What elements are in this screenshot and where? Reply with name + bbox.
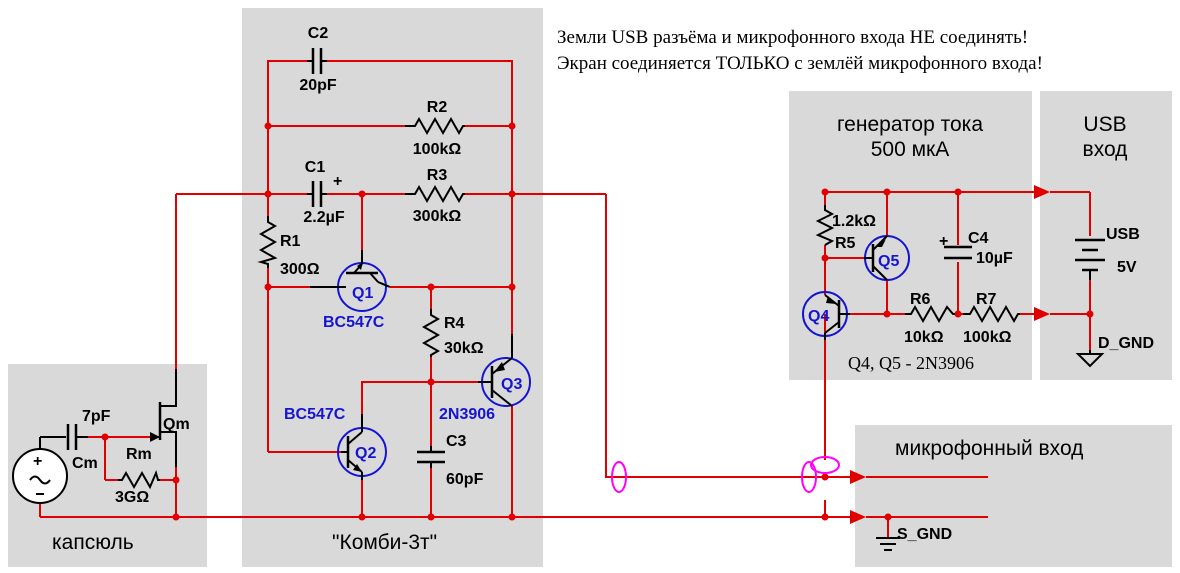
q4-ref: Q4 [808,308,829,325]
r5-ref: R5 [835,235,856,252]
c4-ref: C4 [968,230,989,247]
resistor-icon [815,205,835,246]
q2-type: BC547C [284,406,346,423]
q3-ref: Q3 [501,376,522,393]
generator-label-1: генератор тока [837,113,983,136]
jfet-icon [150,369,177,467]
r5-value: 1.2kΩ [832,213,876,230]
usb-block [1040,91,1172,380]
r6-ref: R6 [910,291,931,308]
pnp-transistor-icon [802,291,850,340]
q1-ref: Q1 [352,285,373,302]
q2-ref: Q2 [355,445,376,462]
kombi-label: "Комби-3т" [332,531,437,554]
r3-value: 300kΩ [413,208,462,225]
r1-value: 300Ω [280,261,320,278]
resistor-icon [421,309,441,357]
usb-src-ref: USB [1106,226,1140,243]
r4-value: 30kΩ [444,340,484,357]
capacitor-icon [944,245,972,260]
r6-value: 10kΩ [904,329,944,346]
usb-label-1: USB [1083,113,1126,136]
c4-plus: + [939,233,948,250]
generator-block [789,91,1032,380]
s-gnd-label: S_GND [897,526,952,543]
q1-type: BC547C [323,314,385,331]
capacitor-icon [307,48,327,74]
shield-ellipse-icon [611,456,840,493]
cm-ref: Cm [72,455,98,472]
mic-label: микрофонный вход [895,437,1083,460]
c2-ref: C2 [308,25,329,42]
r2-value: 100kΩ [413,141,462,158]
d-gnd-label: D_GND [1098,335,1154,352]
r7-ref: R7 [976,291,997,308]
resistor-icon [257,216,278,268]
r1-ref: R1 [280,233,301,250]
generator-label-2: 500 мкА [871,138,950,161]
capacitor-icon [307,181,327,207]
resistor-icon [963,304,1020,324]
pnp-transistor-icon [478,334,531,407]
usb-label-2: вход [1083,138,1128,161]
q5-ref: Q5 [878,253,899,270]
note-line1: Земли USB разъёма и микрофонного входа Н… [557,27,1028,48]
capacitor-icon [39,424,88,450]
c1-plus: + [333,173,342,190]
npn-transistor-icon [310,250,391,312]
ac-source-icon: + [12,437,68,504]
capsule-label: капсюль [52,531,134,554]
npn-transistor-icon [337,414,387,480]
cm-value: 7pF [82,408,111,425]
rm-value: 3GΩ [115,489,149,506]
usb-src-value: 5V [1117,259,1137,276]
c2-value: 20pF [299,77,337,94]
resistor-icon [905,304,955,324]
capacitor-icon [417,446,445,468]
c4-value: 10µF [976,250,1013,267]
resistor-icon [405,116,465,136]
r2-ref: R2 [427,99,448,116]
qm-ref: Qm [163,416,190,433]
c1-value: 2.2µF [303,209,344,226]
c3-value: 60pF [446,471,484,488]
q3-type: 2N3906 [439,406,495,423]
rm-ref: Rm [126,446,152,463]
r3-ref: R3 [427,167,448,184]
battery-icon [1075,238,1105,280]
arrow-icon [850,185,1050,524]
c3-ref: C3 [446,433,467,450]
note-line2: Экран соединяется ТОЛЬКО с землёй микроф… [557,53,1043,74]
mic-block [855,425,1172,567]
plus-sign: + [33,453,42,470]
q45-note: Q4, Q5 - 2N3906 [848,353,974,373]
resistor-icon [405,184,465,204]
r7-value: 100kΩ [963,329,1012,346]
ground-icon [876,537,900,551]
r4-ref: R4 [444,315,465,332]
ground-icon [1075,350,1105,368]
wires [39,60,1091,538]
c1-ref: C1 [305,159,326,176]
resistor-icon [118,470,160,490]
junctions [101,122,1094,521]
pnp-transistor-icon [864,235,910,281]
